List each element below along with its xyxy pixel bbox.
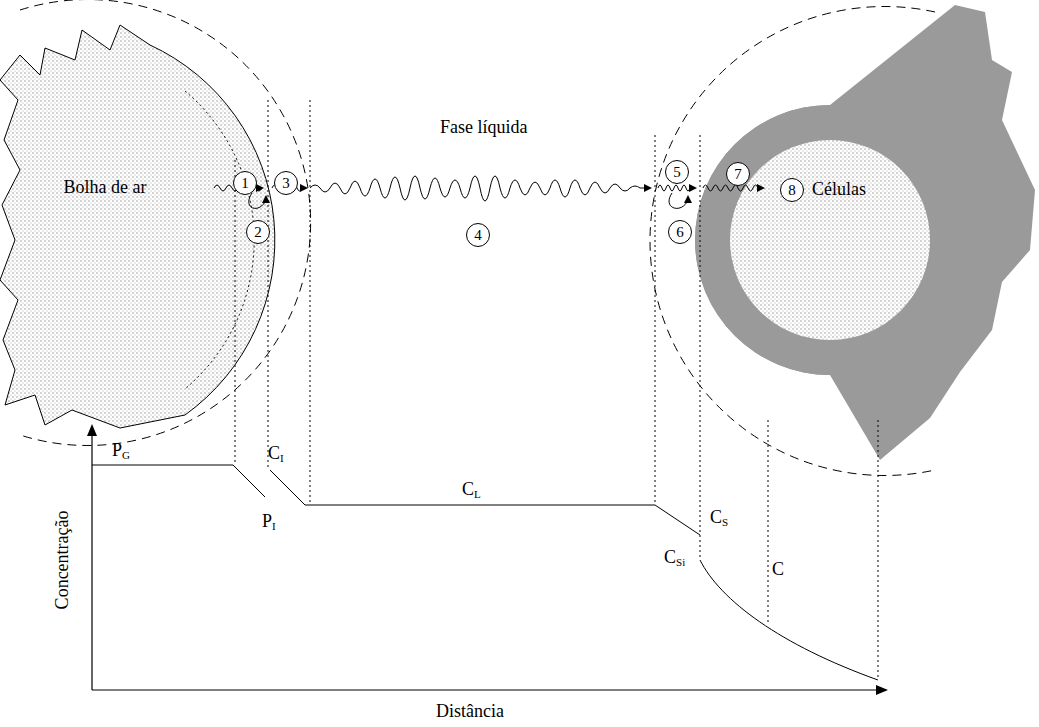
- guide-lines: [235, 100, 878, 680]
- callout-number: 3: [274, 171, 298, 195]
- concentration-profile: [92, 465, 878, 680]
- callout-number: 7: [726, 162, 750, 186]
- arrowhead: [256, 184, 765, 203]
- axis-arrowhead: [87, 424, 888, 695]
- subscript: G: [122, 449, 130, 461]
- subscript: I: [272, 520, 276, 532]
- region-label: Células: [812, 180, 866, 200]
- concentration-symbol: CL: [462, 480, 481, 500]
- bubble-region: Bolha de ar: [40, 170, 170, 206]
- callout-text: 2: [254, 224, 262, 241]
- callout-number: 6: [668, 220, 692, 244]
- cell-wall: [695, 105, 965, 375]
- callout-text: 1: [241, 175, 249, 192]
- callout-text: 6: [676, 224, 684, 241]
- callout-text: 5: [673, 164, 681, 181]
- axis-title: Concentração: [52, 511, 72, 610]
- subscript: Si: [676, 556, 685, 568]
- axis-title: Distância: [436, 702, 504, 722]
- region-label: Bolha de ar: [64, 178, 147, 198]
- subscript: I: [280, 452, 284, 464]
- cell-region: Células 8: [770, 170, 900, 210]
- callout-number: 5: [665, 160, 689, 184]
- concentration-symbol: PG: [112, 441, 130, 461]
- callout-number: 8: [780, 178, 804, 202]
- liquid-film-boundary: [650, 6, 935, 475]
- subscript: L: [474, 488, 481, 500]
- concentration-symbol: CS: [710, 508, 728, 528]
- callout-text: 7: [734, 166, 742, 183]
- concentration-symbol: PI: [262, 512, 276, 532]
- phase-label: Fase líquida: [440, 118, 528, 138]
- callout-number: 4: [466, 223, 490, 247]
- callout-text: 3: [282, 175, 290, 192]
- axis: [92, 432, 880, 690]
- concentration-symbol: CI: [268, 444, 284, 464]
- subscript: S: [722, 516, 728, 528]
- callout-text: 8: [788, 182, 796, 199]
- cell-wall: [695, 5, 1035, 460]
- concentration-symbol: C: [772, 560, 784, 580]
- cell-interior: [730, 140, 930, 340]
- air-bubble: [0, 25, 275, 428]
- concentration-symbol: CSi: [664, 548, 685, 568]
- callout-number: 2: [246, 220, 270, 244]
- bubble-inner-boundary: [185, 91, 254, 389]
- callout-text: 4: [474, 227, 482, 244]
- callout-number: 1: [233, 171, 257, 195]
